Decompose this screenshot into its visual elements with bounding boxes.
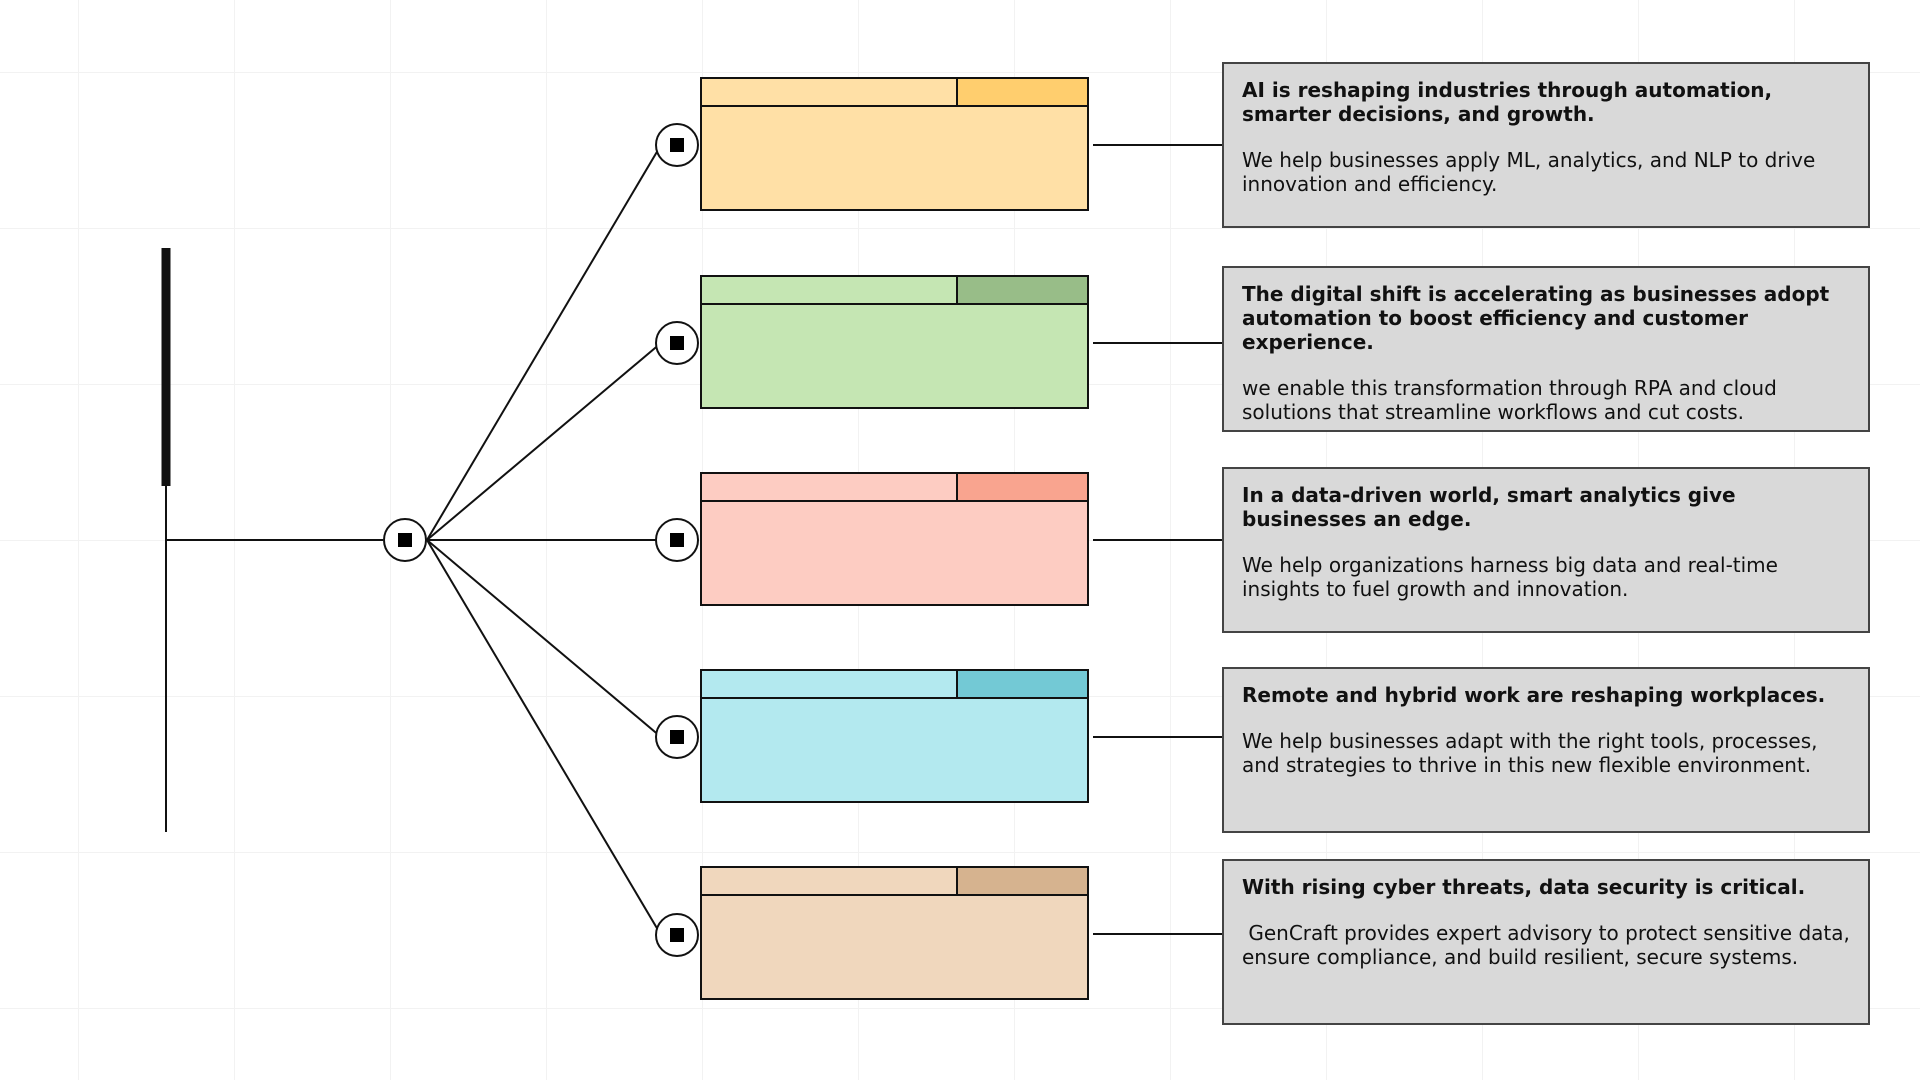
nodes [383,123,699,957]
description-headline: AI is reshaping industries through autom… [1242,78,1773,126]
branch-wire-1 [426,144,662,541]
description-body: We help businesses adapt with the right … [1242,729,1824,777]
description-headline: Remote and hybrid work are reshaping wor… [1242,683,1826,707]
hub-node[interactable] [383,518,427,562]
card-connectors [1093,144,1222,935]
description-body: GenCraft provides expert advisory to pro… [1242,921,1857,969]
card-header-right [958,671,1087,699]
branch-node-3[interactable] [655,518,699,562]
branch-wire-4 [426,539,662,738]
branch-node-5[interactable] [655,913,699,957]
branch-card-3[interactable] [700,472,1089,606]
branch-wire-2 [426,342,662,541]
description-box-4: Remote and hybrid work are reshaping wor… [1222,667,1870,833]
card-header-left [702,79,958,107]
branch-card-5[interactable] [700,866,1089,1000]
description-body: we enable this transformation through RP… [1242,376,1784,424]
card-header-right [958,474,1087,502]
branch-card-2[interactable] [700,275,1089,409]
branch-node-4[interactable] [655,715,699,759]
description-box-2: The digital shift is accelerating as bus… [1222,266,1870,432]
description-box-1: AI is reshaping industries through autom… [1222,62,1870,228]
branch-node-2[interactable] [655,321,699,365]
card-header-right [958,79,1087,107]
branch-card-4[interactable] [700,669,1089,803]
branch-wires [426,144,662,936]
branch-card-1[interactable] [700,77,1089,211]
description-body: We help businesses apply ML, analytics, … [1242,148,1822,196]
description-box-3: In a data-driven world, smart analytics … [1222,467,1870,633]
card-header-left [702,671,958,699]
card-header-left [702,474,958,502]
card-header-right [958,868,1087,896]
description-box-5: With rising cyber threats, data security… [1222,859,1870,1025]
description-headline: With rising cyber threats, data security… [1242,875,1806,899]
card-header-left [702,868,958,896]
description-headline: In a data-driven world, smart analytics … [1242,483,1736,531]
branch-node-1[interactable] [655,123,699,167]
card-header-right [958,277,1087,305]
branch-wire-5 [426,539,662,936]
description-headline: The digital shift is accelerating as bus… [1242,282,1830,354]
description-body: We help organizations harness big data a… [1242,553,1785,601]
card-header-left [702,277,958,305]
